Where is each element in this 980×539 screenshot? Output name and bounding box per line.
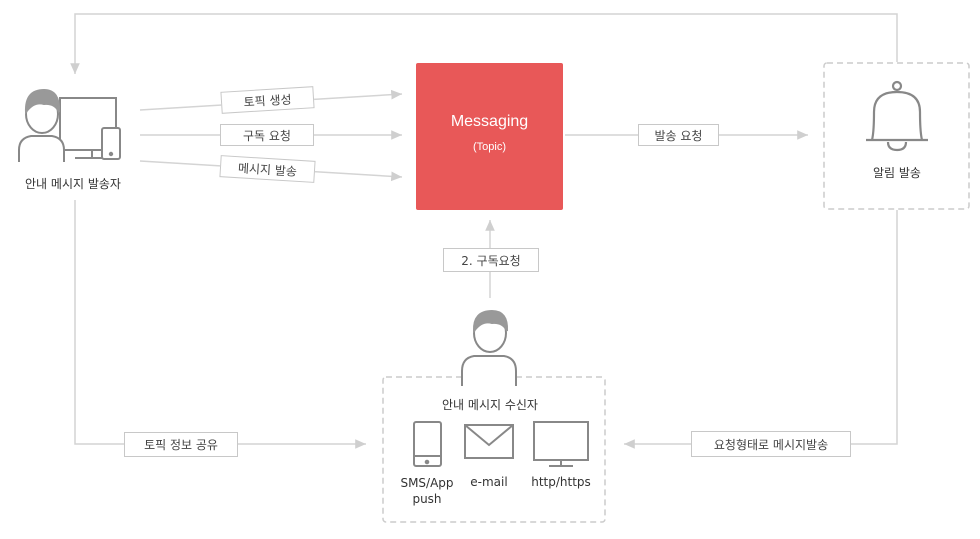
sender-label: 안내 메시지 발송자 <box>25 177 121 191</box>
tag-send-request: 발송 요청 <box>638 124 719 146</box>
messaging-subtitle: (Topic) <box>472 141 506 153</box>
channel-sms-line1: SMS/App <box>400 476 454 490</box>
smartphone-icon <box>413 421 442 467</box>
receiver-person-icon <box>461 309 517 386</box>
channel-http-label: http/https <box>531 475 591 489</box>
receiver-label: 안내 메시지 수신자 <box>442 398 538 412</box>
tag-share-topic: 토픽 정보 공유 <box>124 432 238 457</box>
notification-label: 알림 발송 <box>873 166 921 180</box>
messaging-title: Messaging <box>450 113 529 130</box>
channel-sms-label: SMS/App push <box>392 475 462 507</box>
monitor-icon <box>533 421 589 467</box>
mail-envelope-icon <box>464 424 514 459</box>
tag-deliver-by-type: 요청형태로 메시지발송 <box>691 431 851 457</box>
channel-sms-line2: push <box>412 492 442 506</box>
arrow-deliver-by-type <box>624 210 898 449</box>
channel-email-label: e-mail <box>470 475 508 489</box>
messaging-topic-box: Messaging (Topic) <box>416 63 563 210</box>
tag-subscribe-request: 구독 요청 <box>220 124 314 146</box>
sender-person-icon <box>18 88 121 162</box>
bell-icon <box>866 80 928 152</box>
arrow-share-topic <box>74 200 366 449</box>
tag-subscribe-2: 2. 구독요청 <box>443 248 539 272</box>
top-loop-connector <box>70 13 898 74</box>
